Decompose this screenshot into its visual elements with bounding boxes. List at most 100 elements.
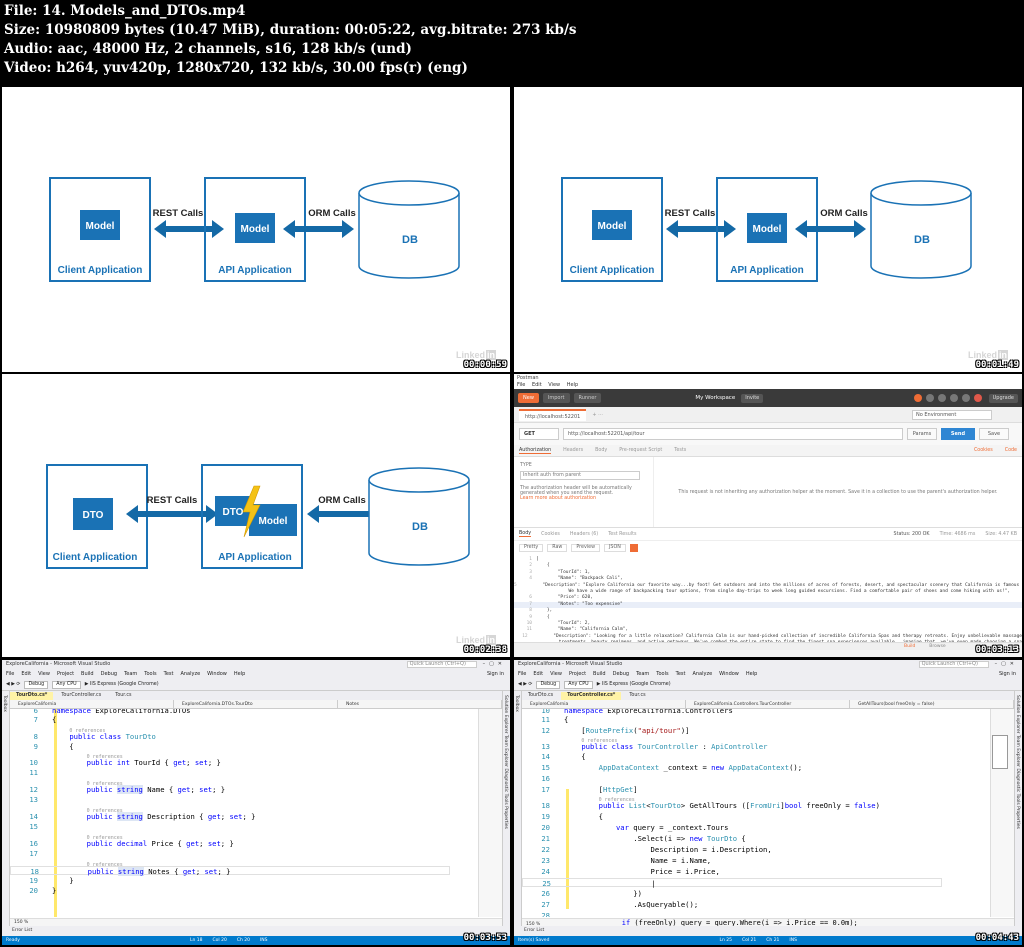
toolbox-strip[interactable]: Toolbox [514,691,522,931]
resp-tab-tests[interactable]: Test Results [608,531,637,537]
error-list-tab[interactable]: Error List [514,926,1022,936]
menu-help[interactable]: Help [233,671,246,677]
resp-tab-body[interactable]: Body [519,531,532,537]
menu-edit[interactable]: Edit [533,671,544,677]
menu-file[interactable]: File [518,671,527,677]
editor-scrollbar[interactable] [990,709,1014,917]
menu-tools[interactable]: Tools [144,671,157,677]
tab-tourcontroller[interactable]: TourController.cs* [561,692,622,700]
browse-tab[interactable]: Browse [929,644,946,649]
format-preview[interactable]: Preview [571,544,601,552]
menu-debug[interactable]: Debug [100,671,118,677]
nav-icons[interactable]: ◀ ▶ ⟳ [6,682,21,687]
auth-help-link[interactable]: Learn more about authorization [520,496,597,501]
platform-select[interactable]: Any CPU [52,680,81,689]
error-list-tab[interactable]: Error List [2,926,510,936]
method-select[interactable]: GET [519,428,559,440]
editor-scrollbar[interactable] [478,709,502,917]
minimap-viewport[interactable] [992,735,1008,769]
save-button[interactable]: Save [979,428,1009,440]
nav-icons[interactable]: ◀ ▶ ⟳ [518,682,533,687]
code-link[interactable]: Code [1004,448,1017,453]
toolbox-strip[interactable]: Toolbox [2,691,10,931]
menu-help[interactable]: Help [745,671,758,677]
menu-project[interactable]: Project [56,671,75,677]
avatar[interactable] [973,394,982,402]
format-pretty[interactable]: Pretty [519,544,544,552]
platform-select[interactable]: Any CPU [564,680,593,689]
heart-icon[interactable] [961,394,970,402]
invite-button[interactable]: Invite [741,393,764,403]
wrap-icon[interactable] [629,544,638,552]
tab-prerequest[interactable]: Pre-request Script [619,448,663,453]
import-button[interactable]: Import [542,393,570,403]
tab-tests[interactable]: Tests [674,448,687,453]
menu-tools[interactable]: Tools [656,671,669,677]
tab-tourcontroller[interactable]: TourController.cs [61,693,102,698]
menu-build[interactable]: Build [593,671,606,677]
nav-class[interactable]: ExploreCalifornia.Controllers.TourContro… [686,700,850,708]
window-controls[interactable]: –▢✕ [482,661,506,667]
resp-tab-cookies[interactable]: Cookies [541,531,560,537]
sign-in-link[interactable]: Sign in [486,671,504,677]
solution-explorer-strip[interactable]: Solution Explorer Team Explorer Diagnost… [502,691,510,931]
menu-analyze[interactable]: Analyze [180,671,201,677]
menu-test[interactable]: Test [675,671,686,677]
environment-select[interactable]: No Environment [912,409,992,420]
nav-project[interactable]: ExploreCalifornia [522,700,686,708]
tab-tour[interactable]: Tour.cs [629,693,646,698]
new-button[interactable]: New [518,393,539,403]
add-tab-icon[interactable]: + ··· [592,411,603,418]
resp-tab-headers[interactable]: Headers (6) [569,531,599,537]
tab-tourdto[interactable]: TourDto.cs [528,693,554,698]
menu-view[interactable]: View [550,671,562,677]
upgrade-button[interactable]: Upgrade [988,393,1018,403]
menu-team[interactable]: Team [636,671,650,677]
bell-icon[interactable] [949,394,958,402]
nav-member[interactable]: Notes [338,700,502,708]
cookies-link[interactable]: Cookies [973,448,993,453]
params-button[interactable]: Params [907,428,937,440]
build-tab[interactable]: Build [904,644,916,649]
zoom-level[interactable]: 150 % [10,918,502,926]
menu-team[interactable]: Team [124,671,138,677]
menu-view[interactable]: View [548,382,561,388]
tab-body[interactable]: Body [595,448,608,453]
quick-launch-input[interactable]: Quick Launch (Ctrl+Q) [406,661,477,668]
format-raw[interactable]: Raw [547,544,568,552]
menu-help[interactable]: Help [566,382,579,388]
nav-class[interactable]: ExploreCalifornia.DTOs.TourDto [174,700,338,708]
run-button[interactable]: ▶ IIS Express (Google Chrome) [84,682,159,687]
tab-authorization[interactable]: Authorization [519,447,552,454]
url-input[interactable]: http://localhost:52201/api/tour [563,428,903,440]
settings-icon[interactable] [937,394,946,402]
tab-tour[interactable]: Tour.cs [115,693,132,698]
sign-in-link[interactable]: Sign in [998,671,1016,677]
runner-button[interactable]: Runner [573,393,602,403]
tab-headers[interactable]: Headers [563,448,584,453]
menu-project[interactable]: Project [568,671,587,677]
menu-window[interactable]: Window [719,671,739,677]
solution-explorer-strip[interactable]: Solution Explorer Team Explorer Diagnost… [1014,691,1022,931]
menu-debug[interactable]: Debug [612,671,630,677]
menu-test[interactable]: Test [163,671,174,677]
nav-project[interactable]: ExploreCalifornia [10,700,174,708]
sync-icon[interactable] [913,394,922,402]
window-controls[interactable]: –▢✕ [994,661,1018,667]
menu-view[interactable]: View [38,671,50,677]
satellite-icon[interactable] [925,394,934,402]
run-button[interactable]: ▶ IIS Express (Google Chrome) [596,682,671,687]
menu-edit[interactable]: Edit [531,382,542,388]
tab-tourdto[interactable]: TourDto.cs* [10,692,54,700]
request-tab[interactable]: http://localhost:52201 [519,408,587,421]
menu-build[interactable]: Build [81,671,94,677]
config-select[interactable]: Debug [24,680,49,689]
workspace-selector[interactable]: My Workspace [695,395,736,401]
menu-window[interactable]: Window [207,671,227,677]
zoom-level[interactable]: 150 % if (freeOnly) query = query.Where(… [522,918,1014,927]
menu-file[interactable]: File [517,382,526,388]
menu-edit[interactable]: Edit [21,671,32,677]
quick-launch-input[interactable]: Quick Launch (Ctrl+Q) [918,661,989,668]
